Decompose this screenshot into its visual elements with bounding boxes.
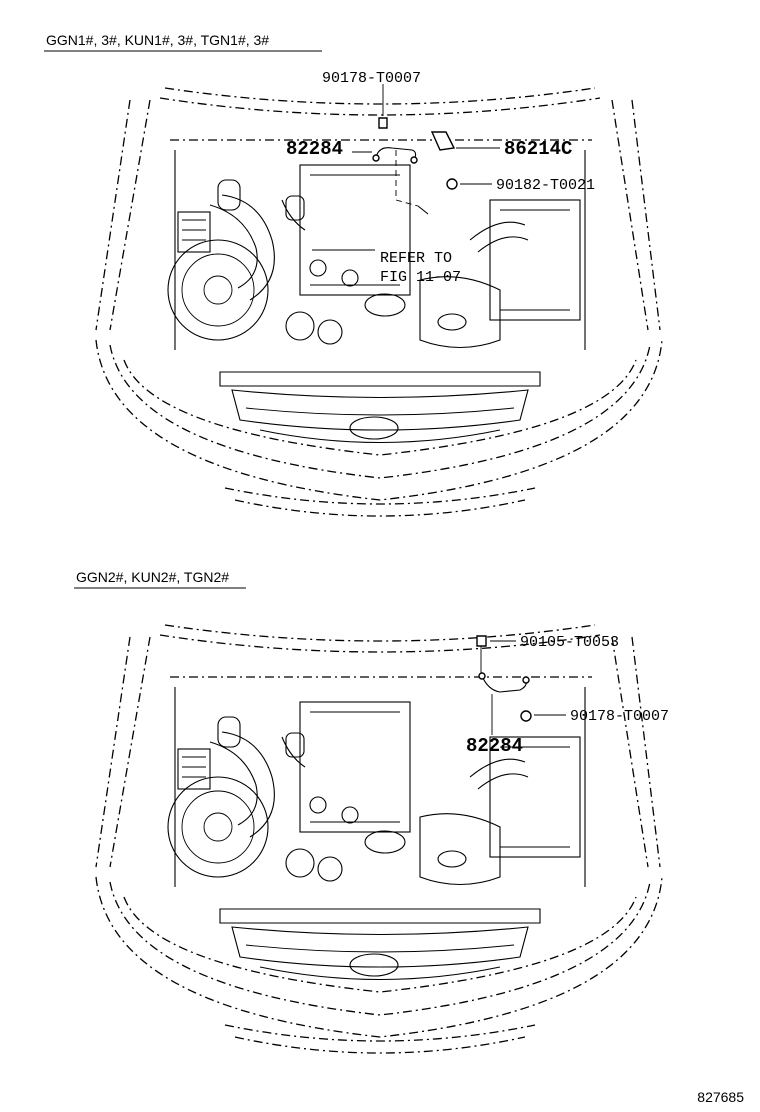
section-2-engine-bay [95,624,663,1054]
section-2-model-header: GGN2#, KUN2#, TGN2# [76,569,229,585]
section-1-nut-90182 [446,178,458,190]
section-1-refer-arrow [417,205,429,215]
section-2-callout-90178-t0007: 90178-T0007 [570,708,669,725]
section-1-callout-82284: 82284 [286,138,343,160]
section-2-ground-strap-82284 [481,675,527,693]
section-1-refer-line1: REFER TO [380,250,452,267]
section-1-bolt-90178 [378,117,388,129]
section-2-callout-82284: 82284 [466,735,523,757]
section-1-sensor-86214c [430,131,456,151]
section-2: GGN2#, KUN2#, TGN2# 90105-T0053 90178-T0… [74,569,669,1054]
section-1-ground-strap-82284 [375,147,417,161]
section-1-callout-90182-t0021: 90182-T0021 [496,177,595,194]
section-1: GGN1#, 3#, KUN1#, 3#, TGN1#, 3# 90178-T0… [44,32,663,517]
section-2-nut-90178 [520,710,532,722]
section-1-engine-bay [95,87,663,517]
section-1-callout-90178-t0007: 90178-T0007 [322,70,421,87]
section-2-callout-90105-t0053: 90105-T0053 [520,634,619,651]
section-1-model-header: GGN1#, 3#, KUN1#, 3#, TGN1#, 3# [46,32,269,48]
section-1-refer-line2: FIG 11-07 [380,269,461,286]
section-1-callout-86214c: 86214C [504,138,572,160]
section-2-bolt-90105 [476,635,487,647]
figure-id: 827685 [697,1089,744,1105]
